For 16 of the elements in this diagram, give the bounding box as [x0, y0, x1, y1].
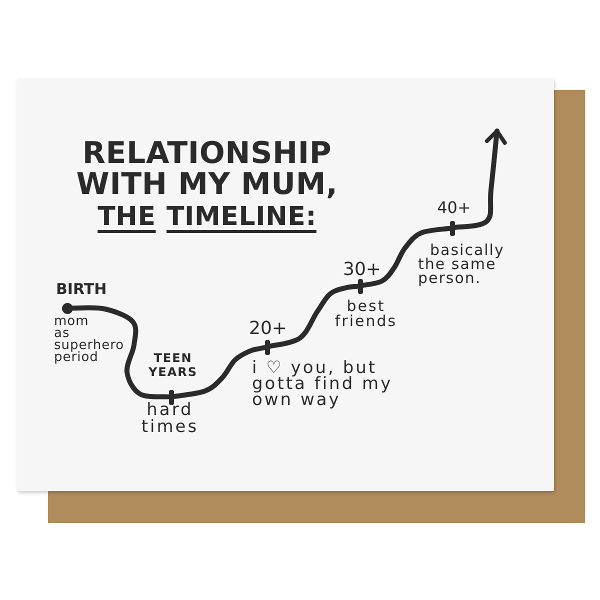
- milestone-note: mom as superhero period: [54, 316, 126, 364]
- milestone-note: basically the same person.: [418, 243, 506, 285]
- timeline-curve: [171, 345, 267, 400]
- timeline-curve: [360, 226, 452, 288]
- milestone-note: i ♡ you, but gotta find my own way: [252, 360, 394, 408]
- timeline-arrow: [452, 128, 507, 230]
- milestone-label: TEEN YEARS: [147, 351, 199, 379]
- milestone-label: BIRTH: [56, 281, 108, 297]
- milestone-label: 40+: [436, 200, 472, 216]
- timeline-curve: [267, 284, 360, 349]
- timeline-curve: [70, 305, 171, 400]
- card-title: RELATIONSHIP WITH MY MUM, THE TIMELINE:: [75, 138, 339, 233]
- milestone-label: 20+: [248, 320, 288, 338]
- milestone-label: 30+: [342, 261, 382, 279]
- milestone-note: best friends: [334, 299, 398, 329]
- milestone-note: hard times: [140, 402, 200, 436]
